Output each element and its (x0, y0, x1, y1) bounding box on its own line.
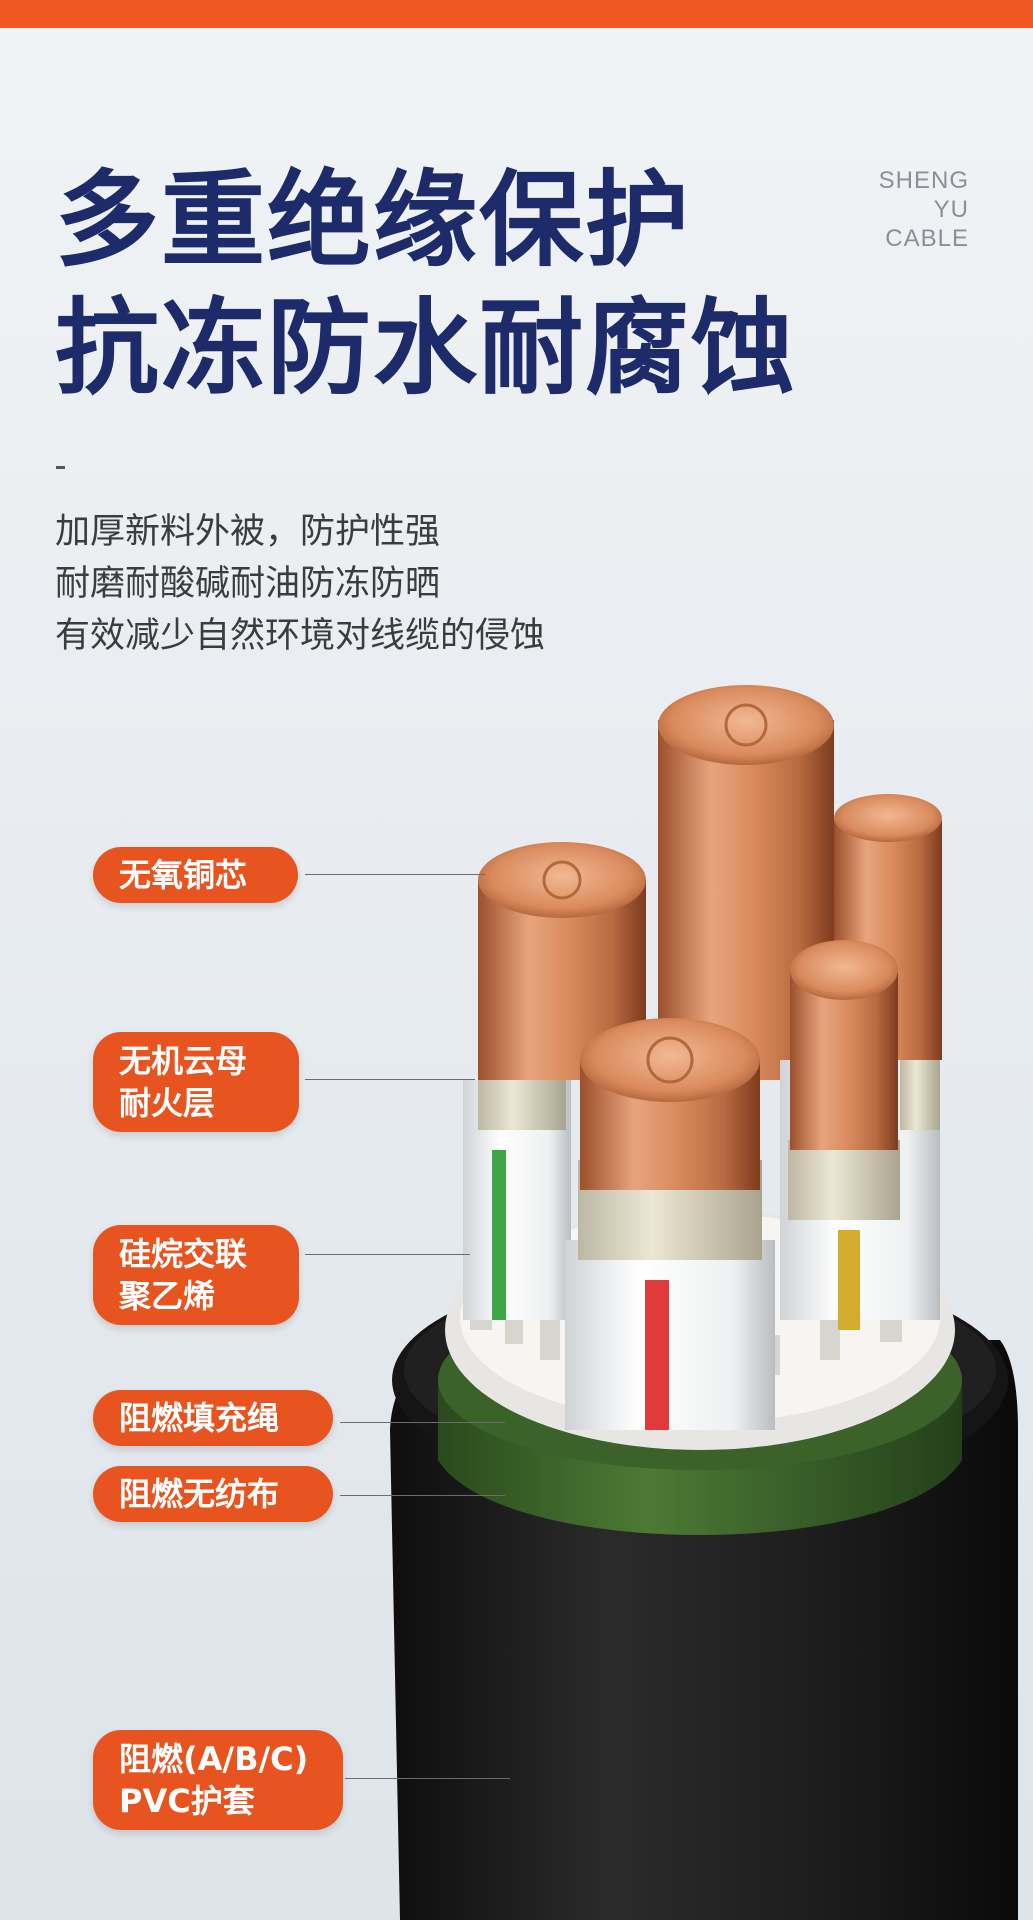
label-text: 阻燃(A/B/C) (119, 1740, 309, 1778)
brand-line-2: YU (933, 196, 969, 223)
brand-logo-text: SHENG YU CABLE (879, 166, 969, 253)
label-text: 硅烷交联 (119, 1235, 248, 1273)
description-line: 加厚新料外被，防护性强 (55, 512, 441, 552)
leader-line (340, 1495, 505, 1496)
label-nonwoven-wrap: 阻燃无纺布 (93, 1466, 333, 1522)
label-text: 无机云母 (119, 1042, 248, 1080)
leader-line (340, 1422, 505, 1423)
brand-line-3: CABLE (885, 225, 969, 252)
label-xlpe-insulation: 硅烷交联 聚乙烯 (93, 1225, 299, 1325)
leader-line (305, 874, 485, 875)
headline-line-2: 抗冻防水耐腐蚀 (55, 287, 798, 409)
description-line: 有效减少自然环境对线缆的侵蚀 (55, 616, 546, 656)
label-filler-rope: 阻燃填充绳 (93, 1390, 333, 1446)
label-copper-core: 无氧铜芯 (93, 847, 298, 903)
headline-line-1: 多重绝缘保护 (55, 159, 692, 281)
label-text: PVC护套 (119, 1782, 255, 1820)
label-text: 阻燃填充绳 (119, 1399, 280, 1437)
leader-line (345, 1778, 510, 1779)
label-pvc-sheath: 阻燃(A/B/C) PVC护套 (93, 1730, 343, 1830)
divider-dash (56, 466, 65, 469)
label-mica-fire-layer: 无机云母 耐火层 (93, 1032, 299, 1132)
brand-line-1: SHENG (878, 167, 969, 194)
leader-line (305, 1079, 475, 1080)
label-text: 无氧铜芯 (119, 856, 248, 894)
description: 加厚新料外被，防护性强 耐磨耐酸碱耐油防冻防晒 有效减少自然环境对线缆的侵蚀 (55, 506, 545, 662)
description-line: 耐磨耐酸碱耐油防冻防晒 (55, 564, 441, 604)
label-text: 阻燃无纺布 (119, 1475, 280, 1513)
label-text: 耐火层 (119, 1084, 216, 1122)
top-accent-bar (0, 0, 1033, 28)
leader-line (305, 1254, 470, 1255)
label-text: 聚乙烯 (119, 1277, 216, 1315)
